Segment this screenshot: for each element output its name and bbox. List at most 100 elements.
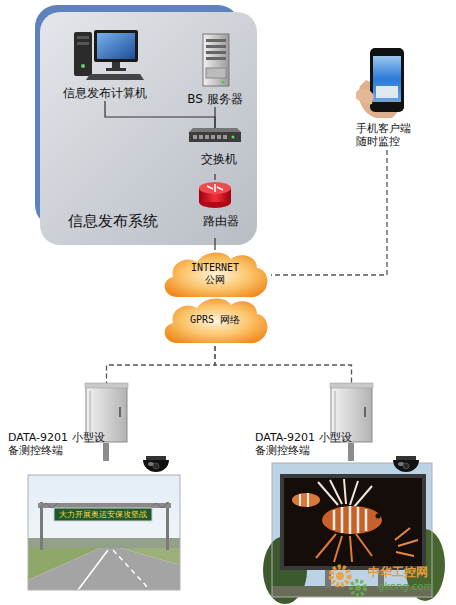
connector — [271, 150, 387, 275]
router-icon — [199, 182, 231, 194]
sign-text: 大力开展奥运安保攻坚战 — [54, 508, 152, 521]
group-title: 信息发布系统 — [68, 212, 188, 230]
dome-camera — [393, 460, 419, 472]
highway-photo — [40, 502, 43, 550]
server-icon — [206, 39, 226, 42]
node-label: 路由器 — [193, 214, 249, 228]
terminal-label: DATA-9201 小型设备测控终端 — [8, 431, 112, 457]
router-icon — [207, 184, 223, 192]
cabinet-icon — [85, 383, 128, 388]
dome-camera — [403, 463, 409, 469]
led-screen-photo — [263, 463, 445, 604]
watermark-logo — [355, 585, 361, 591]
pc-icon — [112, 62, 120, 68]
system-group: 信息发布系统 信息发布计算机 BS 服务器交换机路由器 — [40, 12, 257, 245]
cabinet-icon — [364, 407, 366, 417]
dome-camera — [146, 456, 166, 460]
sw-icon — [189, 132, 241, 142]
phone-node: 手机客户端 随时监控 — [352, 46, 422, 150]
connector — [215, 346, 352, 383]
cabinet-icon — [119, 407, 121, 417]
highway-photo — [38, 503, 171, 508]
watermark: 中华工控网 — [368, 565, 428, 579]
led-screen-photo — [316, 534, 372, 562]
highway-photo — [40, 503, 168, 508]
pc-icon — [77, 42, 89, 45]
led-screen-photo — [318, 479, 372, 507]
cabinet-pole — [348, 443, 354, 461]
dome-camera — [143, 456, 169, 472]
connector — [214, 107, 215, 128]
node-label: 信息发布计算机 — [60, 86, 150, 100]
server-node: BS 服务器 — [182, 32, 248, 107]
phone-icon — [352, 46, 422, 120]
sw-icon — [187, 128, 243, 144]
sw-icon — [199, 135, 203, 139]
connector — [214, 174, 215, 180]
highway-photo — [28, 475, 180, 590]
cloud-icon — [165, 253, 268, 298]
server-icon — [206, 68, 226, 78]
watermark-logo — [336, 572, 344, 580]
connector — [107, 346, 216, 383]
server-icon — [206, 51, 226, 54]
highway-photo — [78, 550, 108, 590]
pc-icon — [97, 33, 135, 59]
highway-photo — [28, 475, 180, 590]
router-icon — [187, 180, 243, 210]
cloud-label: GPRS 网络 — [183, 314, 247, 326]
sw-icon — [193, 135, 197, 139]
server-icon — [222, 81, 225, 84]
sw-icon — [211, 135, 215, 139]
terminal-label: DATA-9201 小型设备测控终端 — [255, 431, 359, 457]
pc-icon — [86, 74, 144, 80]
sw-icon — [223, 135, 227, 139]
phone-icon — [352, 46, 422, 120]
watermark-logo — [331, 567, 365, 595]
connector — [214, 238, 215, 250]
server-icon — [206, 45, 226, 48]
sw-icon — [205, 135, 209, 139]
led-screen-photo — [395, 528, 418, 556]
led-screen-photo — [334, 506, 366, 534]
highway-photo — [28, 548, 180, 590]
server-icon — [185, 32, 245, 90]
node-label: 交换机 — [191, 152, 247, 166]
connector — [105, 101, 215, 128]
cabinet-icon — [330, 383, 373, 388]
pc-icon — [106, 68, 126, 71]
cabinet-pole — [103, 443, 109, 461]
cabinet-pole — [103, 443, 354, 461]
terminal-cabinet: DATA-9201 小型设备测控终端 — [85, 383, 128, 443]
watermark: gkong.com — [378, 581, 433, 593]
highway-photo — [166, 502, 169, 550]
highway-photo — [113, 550, 150, 590]
led-screen-photo — [322, 506, 382, 534]
watermark-logo — [351, 581, 365, 595]
pc-icon — [77, 36, 89, 39]
switch-node: 交换机 — [187, 128, 243, 174]
led-screen-photo — [292, 493, 320, 507]
dome-camera — [153, 463, 159, 469]
phone-icon — [376, 86, 398, 98]
sw-icon — [232, 136, 235, 139]
router-icon — [187, 180, 243, 210]
phone-icon — [356, 89, 374, 105]
led-screen-photo — [280, 474, 426, 570]
phone-icon — [370, 48, 404, 112]
pc-icon — [74, 32, 92, 76]
led-screen-photo — [284, 478, 422, 566]
node-label: 手机客户端 随时监控 — [356, 122, 420, 148]
node-label: BS 服务器 — [182, 92, 248, 106]
highway-photo — [28, 538, 180, 548]
server-icon — [206, 57, 226, 60]
sw-icon — [217, 135, 221, 139]
cloud-node: INTERNET 公网 — [159, 250, 271, 300]
sw-icon — [187, 128, 243, 144]
cloud-node: GPRS 网络 — [159, 296, 271, 346]
dome-camera — [143, 460, 169, 472]
phone-icon — [373, 56, 401, 102]
highway-photo — [28, 475, 180, 590]
terminal-cabinet: DATA-9201 小型设备测控终端 — [330, 383, 373, 443]
